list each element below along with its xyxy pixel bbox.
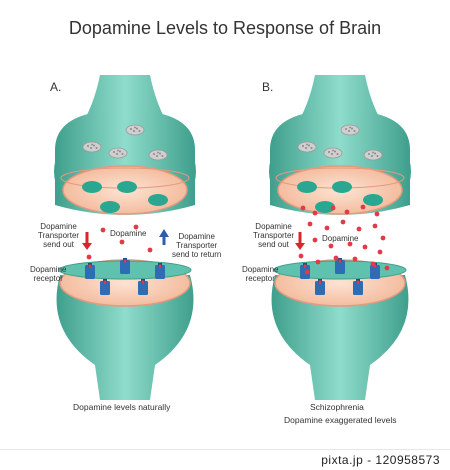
label-dopamine-a: Dopamine — [110, 229, 147, 238]
dopamine-molecule — [119, 239, 125, 245]
vesicle — [297, 181, 317, 193]
panel-b — [269, 75, 411, 400]
dopamine-molecule — [133, 224, 139, 230]
label-transporter-send-out-a: Dopamine Transporter send out — [38, 222, 80, 249]
panel-b-letter: B. — [262, 80, 274, 94]
postsynaptic-neuron-b — [271, 275, 409, 400]
label-transporter-return-a: Dopamine Transporter send to return — [172, 232, 222, 259]
label-receptor-a: Dopamine receptor — [30, 265, 67, 283]
watermark-bar: pixta.jp - 120958573 — [0, 449, 450, 470]
vesicle — [148, 194, 168, 206]
dopamine-molecule — [147, 247, 153, 253]
vesicle — [82, 181, 102, 193]
panel-a-letter: A. — [50, 80, 62, 94]
label-transporter-send-out-b: Dopamine Transporter send out — [253, 222, 295, 249]
subcaption-b: Dopamine exaggerated levels — [284, 415, 397, 425]
vesicle — [100, 201, 120, 213]
caption-a: Dopamine levels naturally — [73, 402, 171, 412]
watermark-text: pixta.jp - 120958573 — [321, 453, 440, 467]
caption-b: Schizophrenia — [310, 402, 364, 412]
label-receptor-b: Dopamine receptor — [242, 265, 279, 283]
label-dopamine-b: Dopamine — [322, 234, 359, 243]
panel-a — [54, 75, 196, 400]
dopamine-molecule — [86, 254, 92, 260]
vesicle — [315, 201, 335, 213]
vesicle — [332, 181, 352, 193]
dopamine-molecule — [100, 227, 106, 233]
vesicle — [363, 194, 383, 206]
page-title: Dopamine Levels to Response of Brain — [68, 18, 382, 38]
vesicle — [117, 181, 137, 193]
dopamine-cloud — [298, 204, 390, 275]
postsynaptic-neuron-a — [56, 275, 194, 400]
